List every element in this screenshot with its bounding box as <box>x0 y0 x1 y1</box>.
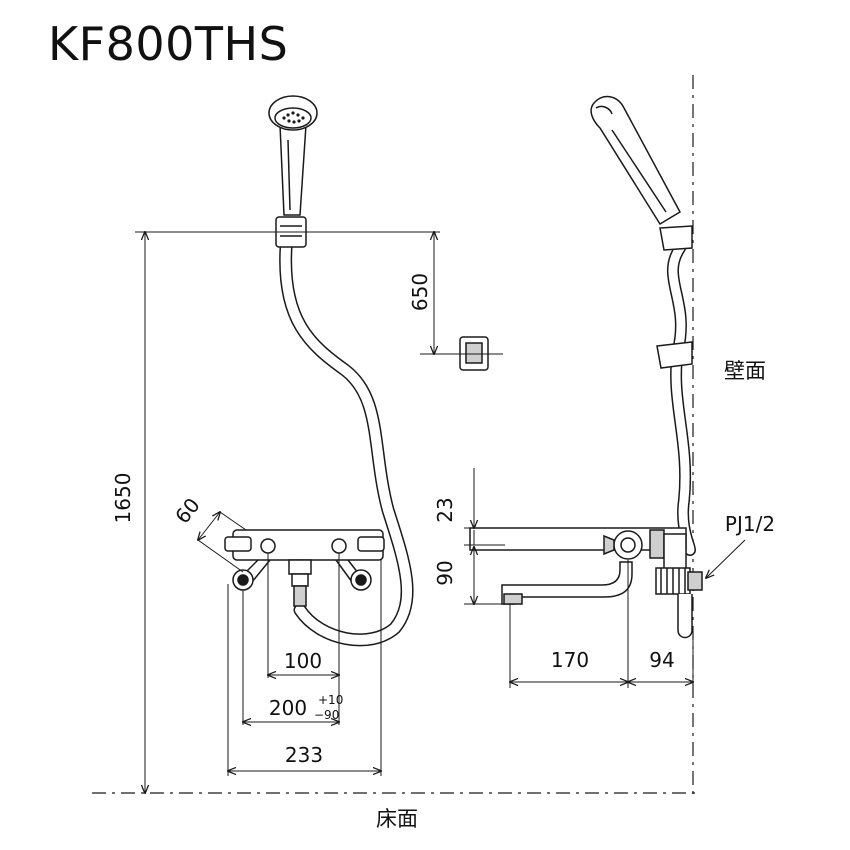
dim-1650: 1650 <box>111 473 135 524</box>
slide-hook-side <box>656 225 693 369</box>
side-view <box>469 95 703 639</box>
model-title: KF800THS <box>48 17 289 71</box>
side-dimension-labels: 23 90 170 94 <box>433 497 675 672</box>
front-dimensions <box>135 232 440 793</box>
dim-60: 60 <box>170 493 205 528</box>
annotation-labels: 壁面 床面 PJ1/2 <box>376 359 775 831</box>
dim-170: 170 <box>551 648 589 672</box>
front-view <box>224 95 503 647</box>
dim-200-tol-plus: +10 <box>318 693 343 707</box>
shower-head-front <box>268 95 318 216</box>
spout-side <box>501 561 633 605</box>
shower-head-side <box>590 95 681 226</box>
faucet-body-side <box>469 527 703 639</box>
side-dimensions <box>464 468 746 688</box>
wall-label: 壁面 <box>724 359 766 383</box>
spray-nozzles <box>282 111 305 124</box>
faucet-body-front <box>224 529 385 607</box>
dim-233: 233 <box>285 743 323 767</box>
dim-650: 650 <box>408 273 432 311</box>
dim-200: 200 <box>269 696 307 720</box>
floor-label: 床面 <box>376 807 418 831</box>
dim-200-tol-minus: −90 <box>314 708 339 722</box>
front-dimension-labels: 1650 650 60 100 200 +10 −90 233 <box>111 273 432 767</box>
dim-100: 100 <box>284 649 322 673</box>
dim-23: 23 <box>433 497 457 522</box>
holder-bracket-front <box>420 336 503 371</box>
dim-94: 94 <box>649 648 674 672</box>
shower-hose-side <box>666 242 696 556</box>
dim-90: 90 <box>433 560 457 585</box>
pipe-thread-label: PJ1/2 <box>725 512 775 536</box>
shower-hose-front <box>279 241 414 647</box>
